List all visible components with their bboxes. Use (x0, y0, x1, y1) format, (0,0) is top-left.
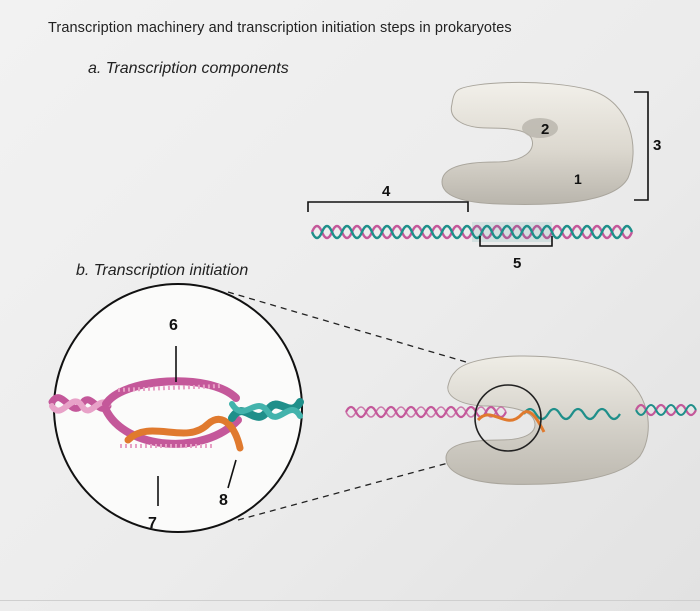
zoom-circle (48, 283, 304, 533)
section-a-heading: a. Transcription components (88, 60, 289, 77)
label-1: 1 (574, 171, 582, 187)
bracket-4 (307, 201, 469, 212)
label-7: 7 (148, 515, 157, 532)
bracket-3 (634, 91, 649, 201)
label-5: 5 (513, 255, 521, 272)
page-divider (0, 600, 700, 601)
dna-helix-b (345, 384, 697, 452)
rna-polymerase-bottom (445, 355, 649, 485)
page-title: Transcription machinery and transcriptio… (48, 20, 512, 36)
zoom-line-top (227, 291, 501, 373)
section-b-heading: b. Transcription initiation (76, 262, 249, 279)
bracket-5 (479, 236, 553, 247)
label-4: 4 (382, 183, 391, 200)
dna-helix-a (310, 222, 634, 242)
rna-polymerase-top (441, 81, 634, 205)
label-3: 3 (653, 137, 661, 154)
label-6: 6 (169, 317, 178, 334)
label-8: 8 (219, 492, 228, 509)
label-2: 2 (541, 121, 549, 138)
